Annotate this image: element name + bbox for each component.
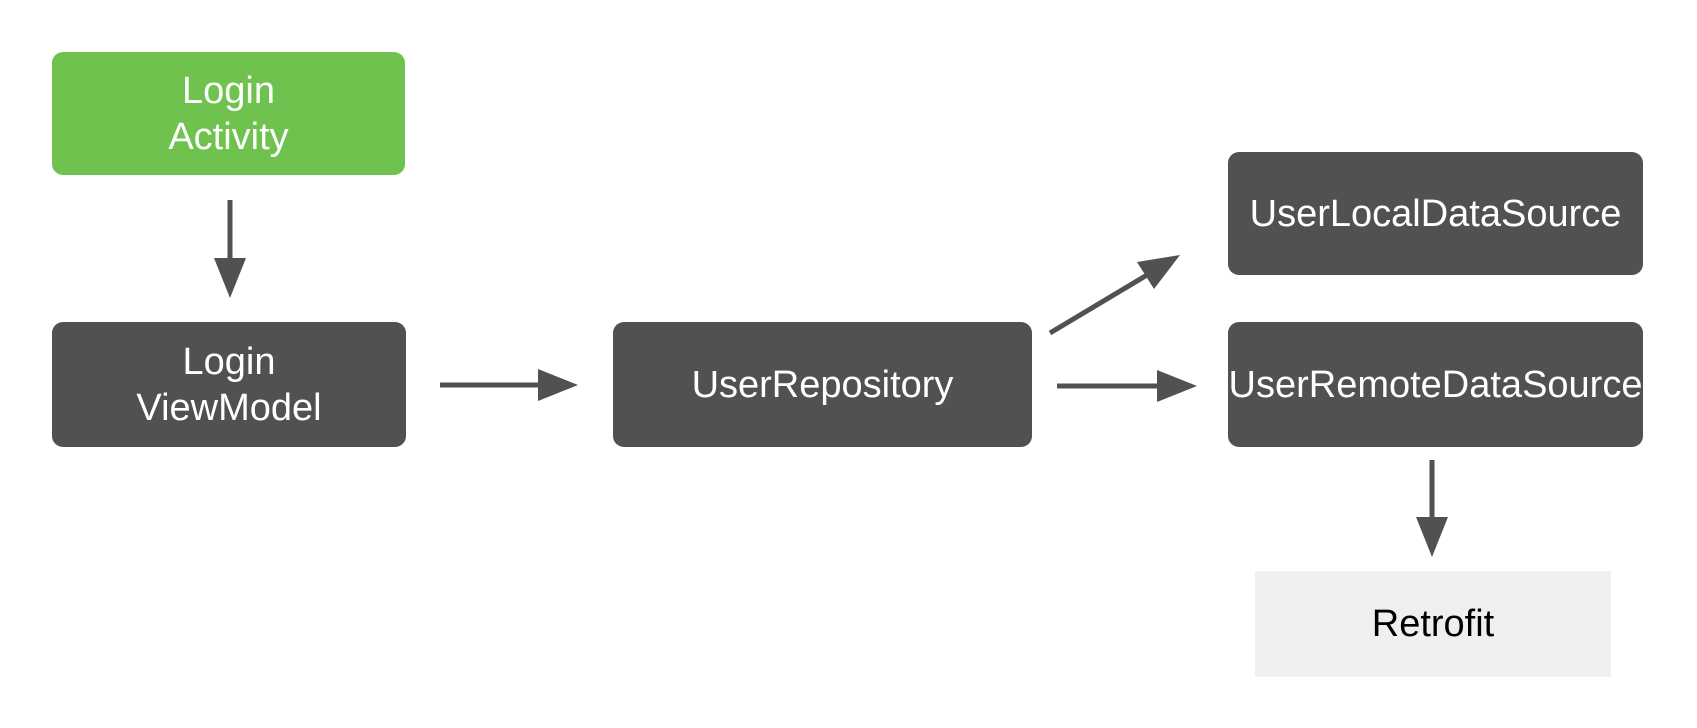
node-login-activity: Login Activity	[52, 52, 405, 175]
node-login-viewmodel-label: Login ViewModel	[136, 340, 322, 429]
arrow-user-repository-to-user-local-data-source	[1048, 255, 1180, 336]
node-retrofit: Retrofit	[1255, 571, 1611, 677]
node-user-remote-data-source: UserRemoteDataSource	[1228, 322, 1643, 447]
node-user-repository-label: UserRepository	[691, 363, 954, 406]
node-user-remote-data-source-label: UserRemoteDataSource	[1228, 363, 1643, 406]
node-user-repository: UserRepository	[613, 322, 1032, 447]
node-login-viewmodel: Login ViewModel	[52, 322, 406, 447]
node-retrofit-label: Retrofit	[1371, 603, 1495, 645]
arrow-user-remote-data-source-to-retrofit	[1416, 460, 1448, 557]
arrow-login-viewmodel-to-user-repository	[440, 369, 578, 401]
arrow-user-repository-to-user-remote-data-source	[1057, 370, 1197, 402]
node-user-local-data-source-label: UserLocalDataSource	[1249, 192, 1622, 235]
node-user-local-data-source: UserLocalDataSource	[1228, 152, 1643, 275]
arrow-login-activity-to-login-viewmodel	[214, 200, 246, 298]
node-login-activity-label: Login Activity	[168, 69, 289, 158]
